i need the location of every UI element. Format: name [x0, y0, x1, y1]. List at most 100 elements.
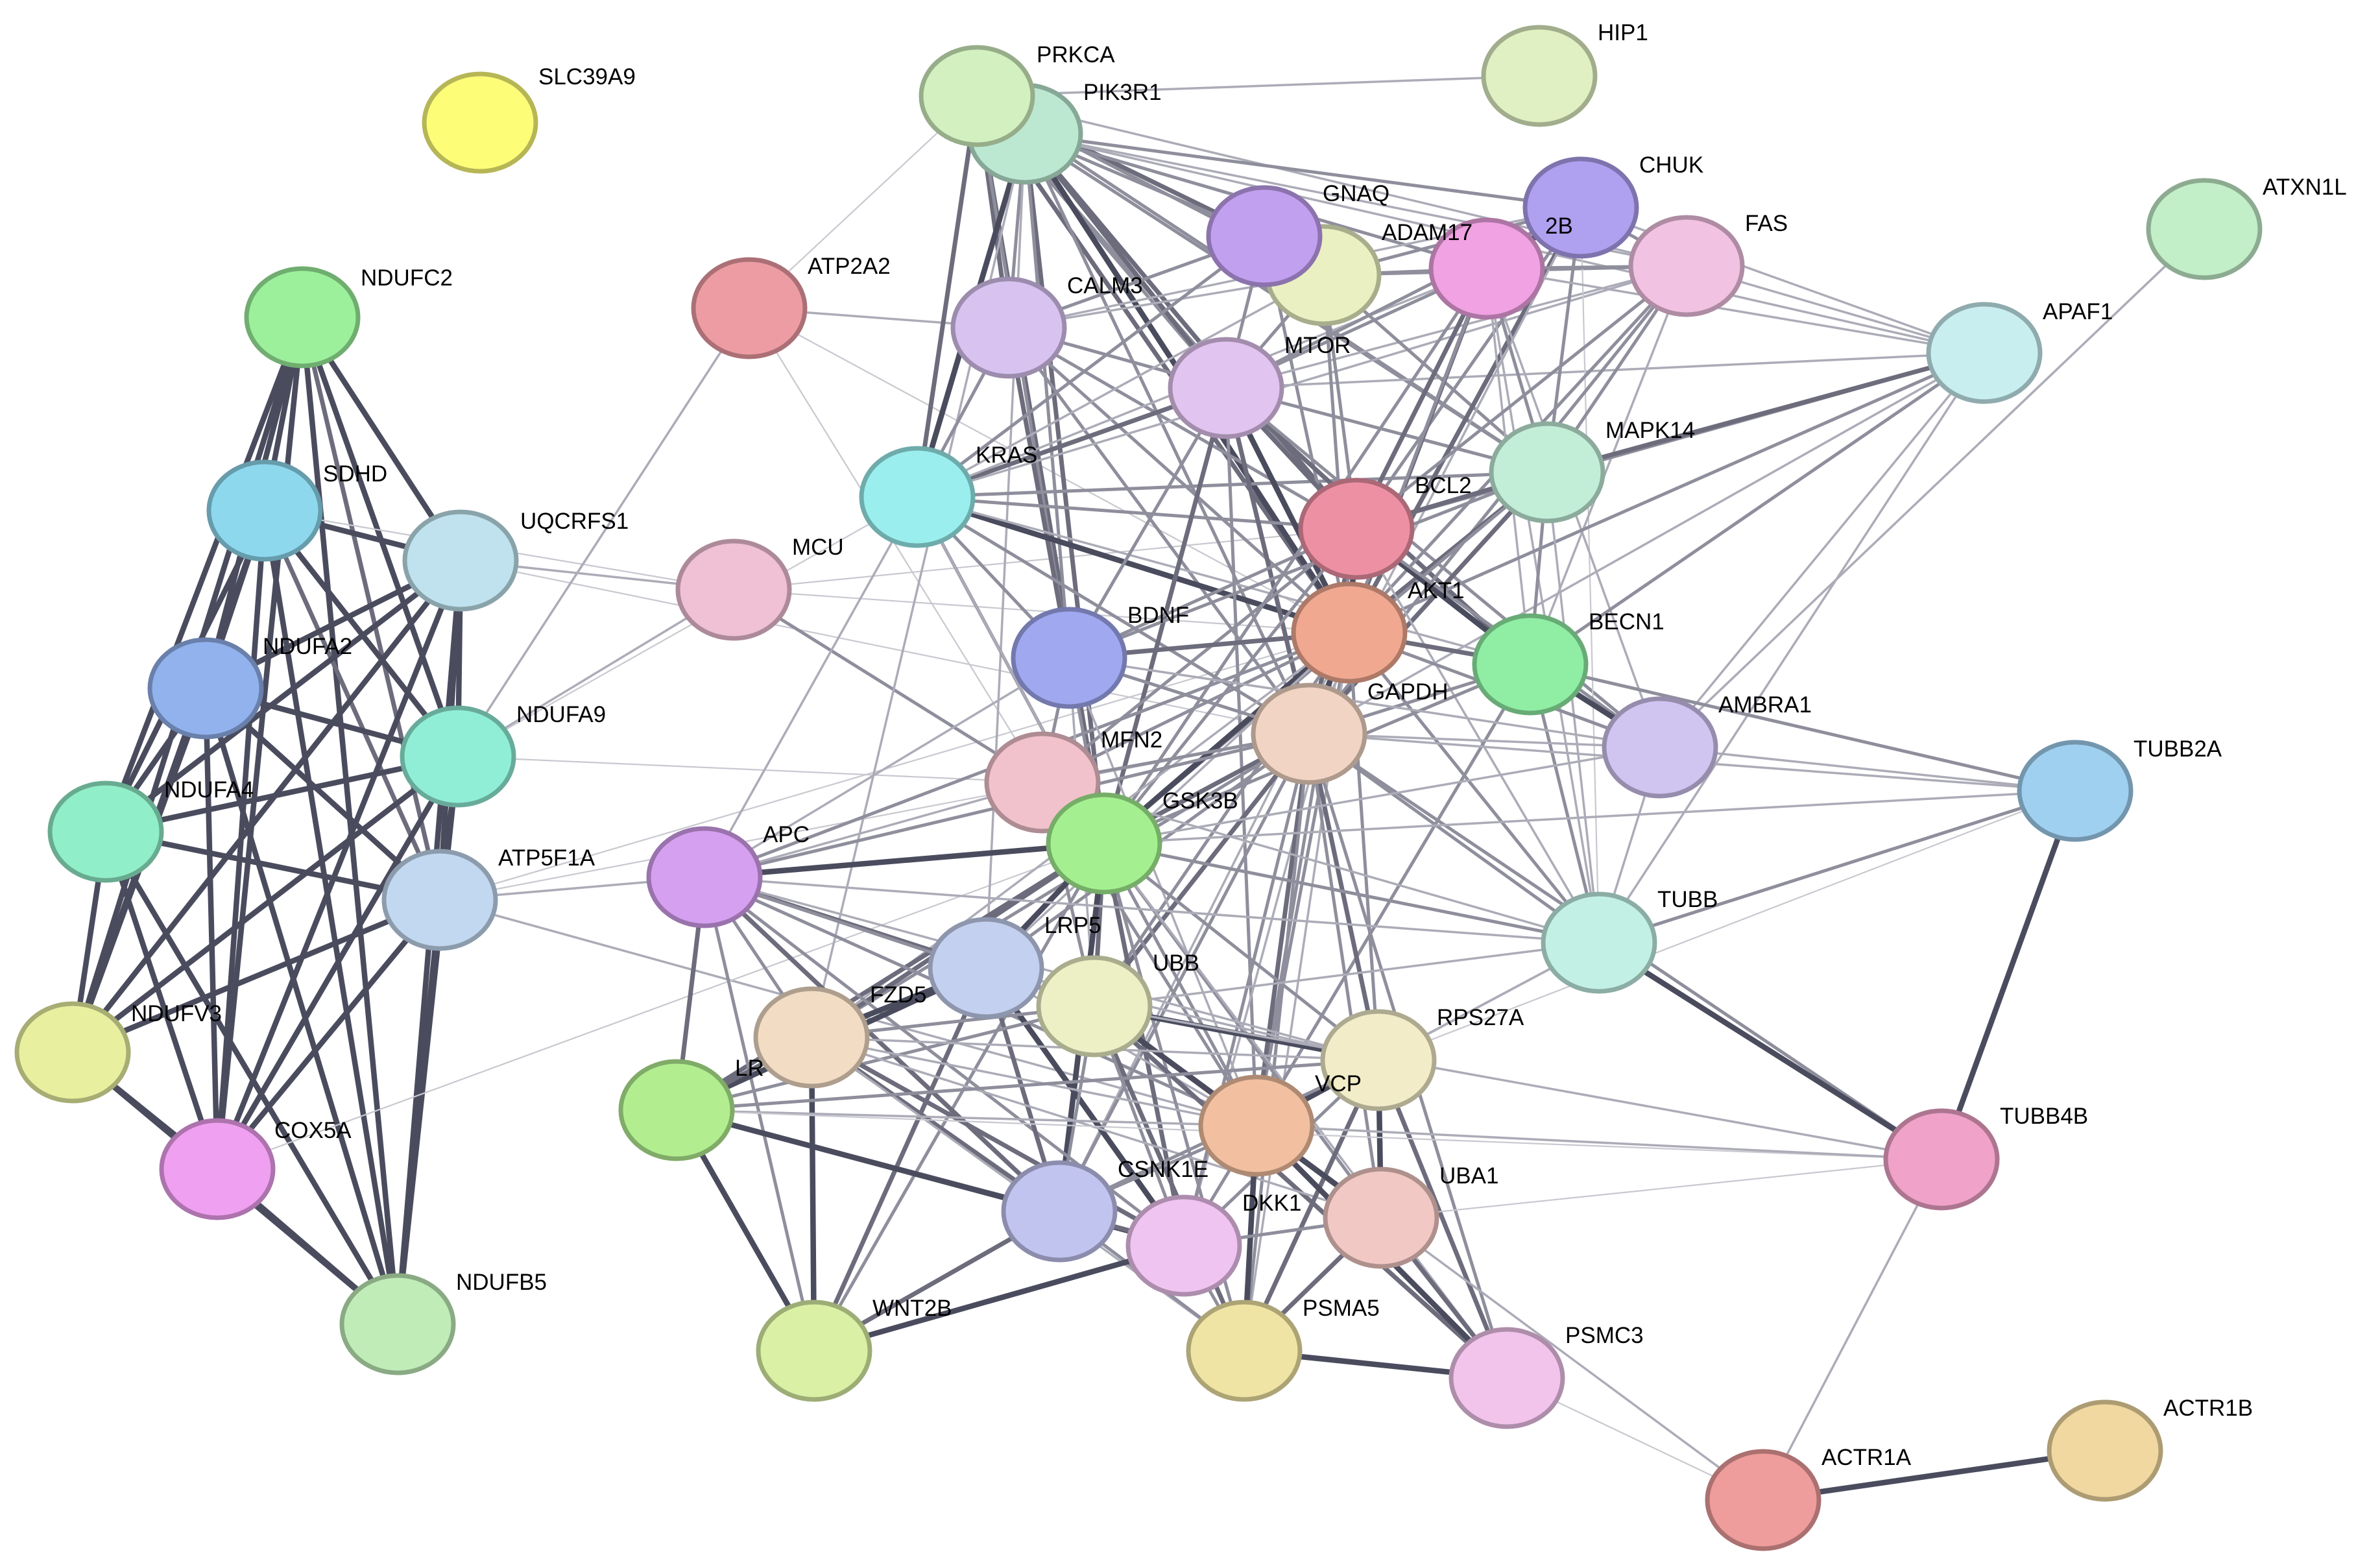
- node-bcl2[interactable]: [1298, 478, 1415, 580]
- node-circle-uqcrfs1[interactable]: [402, 509, 519, 612]
- node-circle-atxn1l[interactable]: [2146, 178, 2263, 280]
- node-circle-tubb2a[interactable]: [2017, 740, 2134, 842]
- node-circle-ndufv3[interactable]: [14, 1001, 131, 1104]
- node-circle-tubb4b[interactable]: [1883, 1108, 2000, 1211]
- node-circle-atp5f1a[interactable]: [381, 849, 498, 951]
- node-apaf1[interactable]: [1926, 302, 2043, 404]
- node-circle-akt1[interactable]: [1291, 581, 1408, 684]
- node-circle-mcu[interactable]: [675, 538, 792, 641]
- node-circle-psmc3[interactable]: [1448, 1327, 1565, 1429]
- node-circle-ndufb5[interactable]: [339, 1273, 456, 1375]
- node-slc39a9[interactable]: [422, 71, 538, 174]
- node-atxn1l[interactable]: [2146, 178, 2263, 280]
- node-rps27a[interactable]: [1320, 1009, 1437, 1111]
- node-gapdh[interactable]: [1251, 683, 1367, 785]
- node-dkk1[interactable]: [1125, 1194, 1242, 1297]
- node-circle-mtor[interactable]: [1168, 337, 1284, 439]
- node-akt1[interactable]: [1291, 581, 1408, 684]
- node-circle-dkk1[interactable]: [1125, 1194, 1242, 1297]
- node-ikbkb[interactable]: [1428, 217, 1545, 320]
- node-circle-wnt2b[interactable]: [756, 1300, 872, 1402]
- node-psma5[interactable]: [1186, 1300, 1303, 1402]
- node-ndufa4[interactable]: [47, 780, 164, 883]
- node-uba1[interactable]: [1323, 1167, 1439, 1269]
- node-ambra1[interactable]: [1602, 696, 1718, 799]
- node-circle-bdnf[interactable]: [1011, 607, 1127, 709]
- node-atp5f1a[interactable]: [381, 849, 498, 951]
- node-uqcrfs1[interactable]: [402, 509, 519, 612]
- node-lrp5[interactable]: [928, 917, 1044, 1019]
- node-apc[interactable]: [646, 826, 763, 928]
- node-circle-lrp5[interactable]: [928, 917, 1044, 1019]
- node-tubb4b[interactable]: [1883, 1108, 2000, 1211]
- node-circle-psma5[interactable]: [1186, 1300, 1303, 1402]
- node-psmc3[interactable]: [1448, 1327, 1565, 1429]
- node-circle-apc[interactable]: [646, 826, 763, 928]
- node-circle-uba1[interactable]: [1323, 1167, 1439, 1269]
- node-circle-chuk[interactable]: [1522, 156, 1639, 259]
- node-circle-mapk14[interactable]: [1489, 421, 1605, 524]
- node-circle-fas[interactable]: [1628, 215, 1745, 317]
- node-circle-ndufc2[interactable]: [244, 266, 361, 369]
- node-circle-gsk3b[interactable]: [1046, 792, 1162, 895]
- node-circle-slc39a9[interactable]: [422, 71, 538, 174]
- node-circle-tubb[interactable]: [1541, 891, 1657, 994]
- node-circle-gapdh[interactable]: [1251, 683, 1367, 785]
- node-circle-ikbkb[interactable]: [1428, 217, 1545, 320]
- node-circle-ndufa4[interactable]: [47, 780, 164, 883]
- node-prkca[interactable]: [919, 45, 1035, 147]
- node-gnaq[interactable]: [1206, 185, 1323, 287]
- node-wnt2b[interactable]: [756, 1300, 872, 1402]
- node-circle-ubb[interactable]: [1036, 955, 1153, 1058]
- node-circle-fzd5[interactable]: [753, 986, 870, 1089]
- node-cox5a[interactable]: [159, 1118, 276, 1220]
- node-ubb[interactable]: [1036, 955, 1153, 1058]
- node-circle-ambra1[interactable]: [1602, 696, 1718, 799]
- node-circle-gnaq[interactable]: [1206, 185, 1323, 287]
- node-circle-ndufa2[interactable]: [147, 637, 264, 740]
- node-circle-lrp6[interactable]: [618, 1059, 735, 1161]
- node-atp2a2[interactable]: [691, 257, 808, 359]
- node-lrp6[interactable]: [618, 1059, 735, 1161]
- node-fas[interactable]: [1628, 215, 1745, 317]
- node-kras[interactable]: [859, 446, 976, 548]
- node-mcu[interactable]: [675, 538, 792, 641]
- node-circle-vcp[interactable]: [1198, 1074, 1315, 1177]
- node-ndufb5[interactable]: [339, 1273, 456, 1375]
- node-circle-hip1[interactable]: [1481, 25, 1598, 127]
- node-gsk3b[interactable]: [1046, 792, 1162, 895]
- node-circle-sdhd[interactable]: [206, 459, 323, 562]
- node-calm3[interactable]: [950, 276, 1067, 379]
- node-circle-kras[interactable]: [859, 446, 976, 548]
- node-circle-prkca[interactable]: [919, 45, 1035, 147]
- node-circle-calm3[interactable]: [950, 276, 1067, 379]
- node-sdhd[interactable]: [206, 459, 323, 562]
- node-becn1[interactable]: [1472, 613, 1589, 716]
- node-mapk14[interactable]: [1489, 421, 1605, 524]
- node-circle-atp2a2[interactable]: [691, 257, 808, 359]
- node-ndufv3[interactable]: [14, 1001, 131, 1104]
- node-csnk1e[interactable]: [1001, 1160, 1118, 1263]
- node-circle-csnk1e[interactable]: [1001, 1160, 1118, 1263]
- node-circle-rps27a[interactable]: [1320, 1009, 1437, 1111]
- node-hip1[interactable]: [1481, 25, 1598, 127]
- node-circle-cox5a[interactable]: [159, 1118, 276, 1220]
- node-chuk[interactable]: [1522, 156, 1639, 259]
- node-actr1a[interactable]: [1705, 1449, 1821, 1551]
- node-tubb[interactable]: [1541, 891, 1657, 994]
- node-fzd5[interactable]: [753, 986, 870, 1089]
- node-tubb2a[interactable]: [2017, 740, 2134, 842]
- node-circle-bcl2[interactable]: [1298, 478, 1415, 580]
- node-vcp[interactable]: [1198, 1074, 1315, 1177]
- node-actr1b[interactable]: [2047, 1399, 2163, 1502]
- node-mtor[interactable]: [1168, 337, 1284, 439]
- node-circle-actr1b[interactable]: [2047, 1399, 2163, 1502]
- node-circle-apaf1[interactable]: [1926, 302, 2043, 404]
- node-ndufa9[interactable]: [400, 705, 516, 808]
- node-ndufc2[interactable]: [244, 266, 361, 369]
- node-circle-ndufa9[interactable]: [400, 705, 516, 808]
- node-circle-actr1a[interactable]: [1705, 1449, 1821, 1551]
- node-ndufa2[interactable]: [147, 637, 264, 740]
- node-circle-becn1[interactable]: [1472, 613, 1589, 716]
- node-bdnf[interactable]: [1011, 607, 1127, 709]
